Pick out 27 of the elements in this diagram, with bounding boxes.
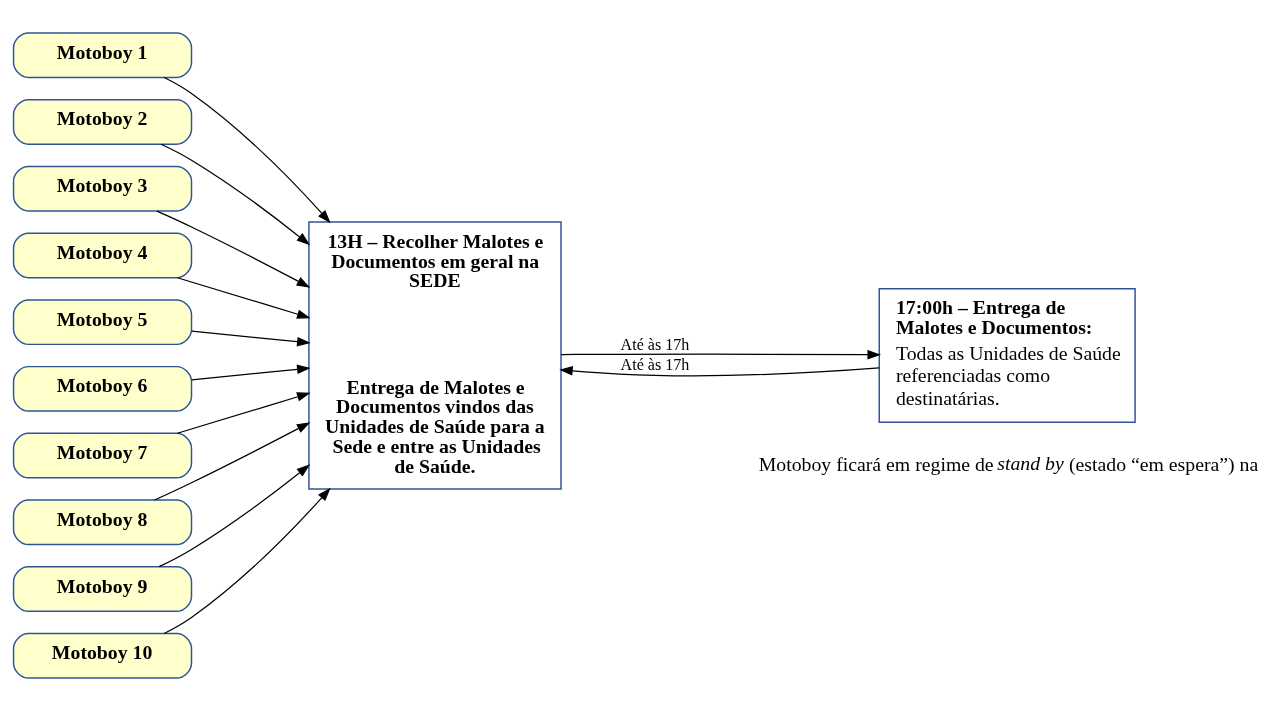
- arrow: [156, 210, 311, 288]
- arrow: [176, 392, 311, 434]
- node-box: Motoboy 2: [12, 98, 193, 145]
- edge-label: Até às 17h: [620, 335, 690, 353]
- label: Motoboy ficará em regime de stand by (estado “em espera”) na: [758, 452, 1259, 476]
- node-box: 13H – Recolher Malotes e Documentos em geral na SEDE Entrega de Malotes e Documentos vindos das Unidades de Saúde para a Sede e entre as Unidades de Saúde.: [308, 221, 562, 490]
- node-box: 17:00h – Entrega de Malotes e Documentos: Todas as Unidades de Saúde referenciadas como destinatárias.: [878, 288, 1136, 423]
- node-box: Motoboy 5: [12, 299, 193, 346]
- node-box: Motoboy 7: [12, 432, 193, 479]
- arrow: [559, 366, 880, 377]
- arrow: [160, 143, 311, 246]
- arrow: [560, 349, 882, 360]
- node-box: Motoboy 3: [12, 165, 193, 212]
- edge-label: Até às 17h: [620, 355, 690, 373]
- arrow: [163, 76, 331, 224]
- node-box: Motoboy 6: [12, 365, 193, 412]
- arrow: [176, 277, 311, 319]
- node-box: Motoboy 1: [12, 32, 193, 79]
- arrow: [163, 487, 331, 635]
- arrow: [191, 364, 311, 381]
- node-box: Motoboy 8: [12, 499, 193, 546]
- arrow: [158, 464, 311, 568]
- arrow: [191, 330, 311, 347]
- node-box: Motoboy 10: [12, 632, 193, 679]
- node-box: Motoboy 4: [12, 232, 193, 279]
- arrow: [153, 422, 311, 501]
- node-box: Motoboy 9: [12, 566, 193, 613]
